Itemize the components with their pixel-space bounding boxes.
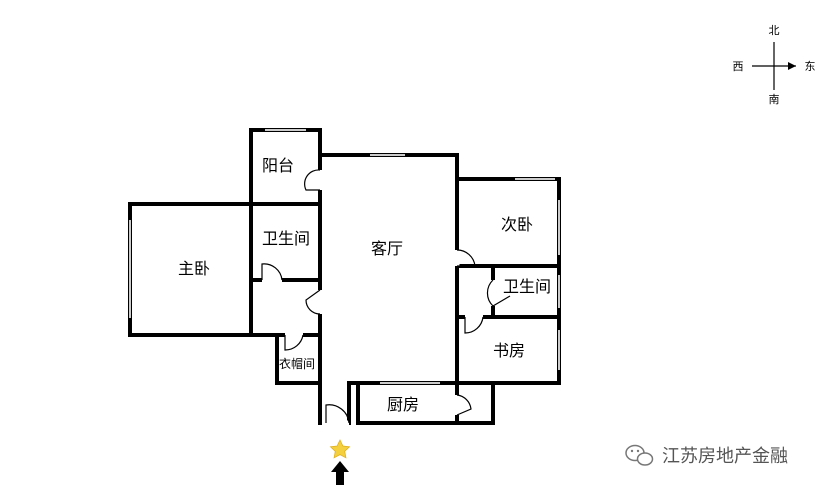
compass-east: 东 [805,60,816,73]
room-master-bedroom: 主卧 [178,259,210,278]
room-cloakroom: 衣帽间 [279,356,315,371]
watermark-text: 江苏房地产金融 [662,446,788,467]
compass-north: 北 [769,24,780,37]
windows [129,129,560,384]
wechat-icon [625,444,654,466]
watermark: 江苏房地产金融 [625,444,788,467]
room-bathroom-master: 卫生间 [262,229,310,248]
arrow-up-icon [331,461,349,485]
compass: 北 南 东 西 [733,24,816,106]
compass-south: 南 [769,93,780,106]
room-balcony: 阳台 [262,156,294,175]
room-second-bedroom: 次卧 [501,215,533,234]
doors [261,169,511,426]
room-kitchen: 厨房 [387,395,419,414]
room-bathroom-second: 卫生间 [503,277,551,296]
compass-west: 西 [733,60,744,73]
star-icon [329,439,351,459]
room-living-room: 客厅 [371,239,403,258]
room-study: 书房 [493,341,525,360]
